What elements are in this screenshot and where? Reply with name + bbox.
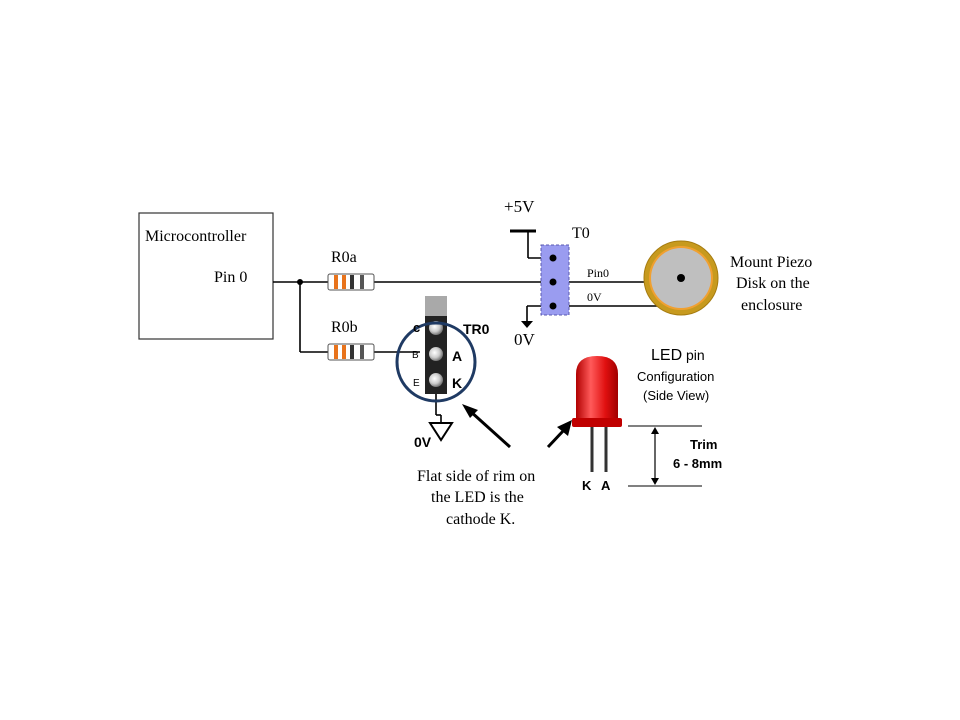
ground-arrow-terminal <box>521 321 533 328</box>
note-line3: cathode K. <box>446 511 515 528</box>
led-config-line3: (Side View) <box>643 388 709 403</box>
led-config-title: LED pin <box>651 347 705 364</box>
note-line2: the LED is the <box>431 489 524 506</box>
led-config-line2: Configuration <box>637 369 714 384</box>
terminal-block-label: T0 <box>572 225 590 242</box>
pin0-label: Pin 0 <box>214 269 247 286</box>
led-config-title-rest: pin <box>682 347 705 363</box>
zero-v-terminal-label: 0V <box>514 330 536 349</box>
zero-v-led-label: 0V <box>414 434 432 450</box>
led-pin-a-socket: A <box>452 348 462 364</box>
transistor-pin-c: c <box>413 320 420 335</box>
piezo-text-line1: Mount Piezo <box>730 254 812 271</box>
microcontroller-box <box>138 212 274 340</box>
terminal-pin-plus5v <box>549 254 557 262</box>
transistor-pin-b: B <box>412 350 419 361</box>
terminal-block-t0 <box>540 244 570 316</box>
piezo-text-line2: Disk on the <box>736 275 810 292</box>
led-config-title-bold: LED <box>651 347 682 364</box>
note-line1: Flat side of rim on <box>417 468 535 485</box>
resistor-r0b-label: R0b <box>331 319 358 336</box>
piezo-text-line3: enclosure <box>741 297 802 314</box>
socket-pin-b <box>429 347 443 361</box>
terminal-0v-label: 0V <box>587 290 602 304</box>
terminal-pin0-label: Pin0 <box>587 266 609 280</box>
pointer-arrow-socket <box>462 404 512 449</box>
led-lead-a-label: A <box>601 478 611 493</box>
microcontroller-block: Microcontroller Pin 0 <box>138 212 274 340</box>
led-lead-k-label: K <box>582 478 592 493</box>
trim-range: 6 - 8mm <box>673 456 722 471</box>
piezo-disc <box>643 240 719 316</box>
pointer-arrow-led <box>546 420 572 449</box>
ground-symbol-transistor <box>428 422 454 442</box>
led-side-view <box>572 356 622 472</box>
socket-pin-e <box>429 373 443 387</box>
terminal-pin-0v <box>549 302 557 310</box>
transistor-socket <box>395 296 477 403</box>
microcontroller-title: Microcontroller <box>145 228 247 245</box>
junction-dot <box>297 279 303 285</box>
resistor-r0a-label: R0a <box>331 249 357 266</box>
trim-label: Trim <box>690 437 717 452</box>
trim-dimension <box>628 425 702 487</box>
led-pin-k-socket: K <box>452 375 462 391</box>
transistor-label: TR0 <box>463 321 490 337</box>
plus5v-label: +5V <box>504 197 535 216</box>
resistor-r0a <box>327 273 375 291</box>
terminal-pin-pin0 <box>549 278 557 286</box>
transistor-pin-e: E <box>413 378 420 389</box>
socket-highlight-circle <box>395 321 477 403</box>
resistor-r0b <box>327 343 375 361</box>
